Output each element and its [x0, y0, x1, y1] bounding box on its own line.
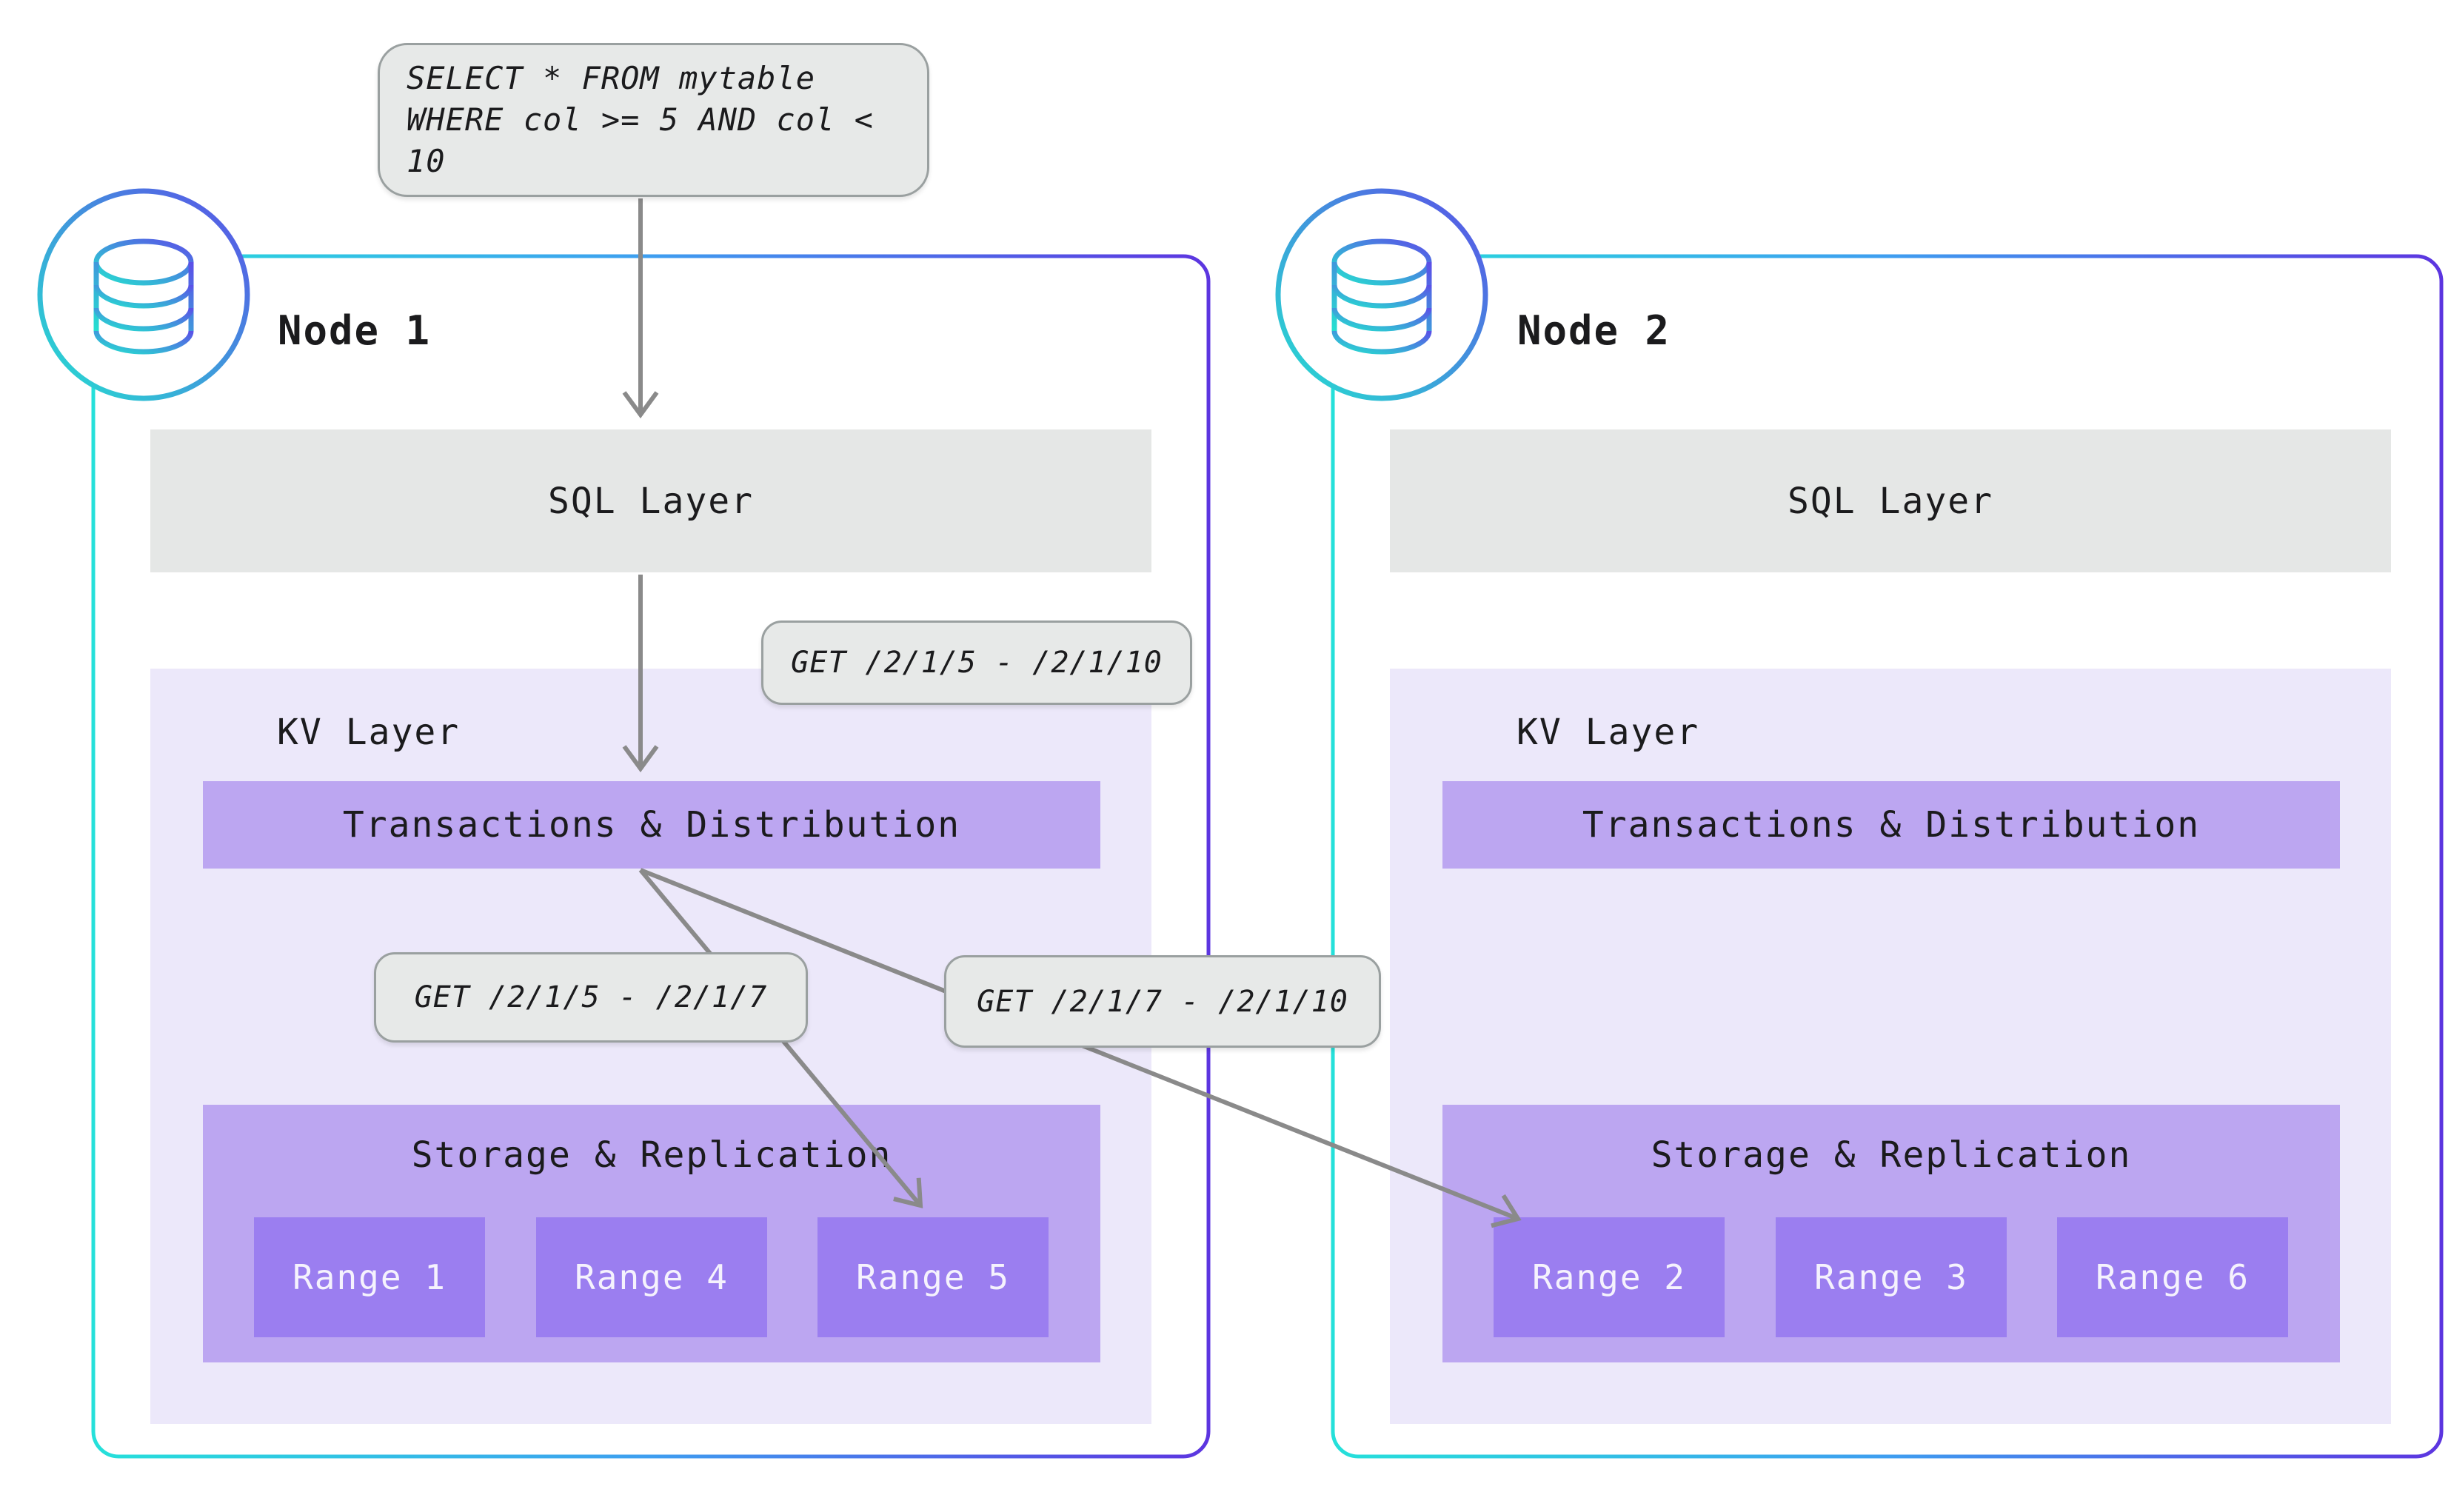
node-1-transactions-distribution: Transactions & Distribution [203, 781, 1100, 869]
get-range-left-bubble: GET /2/1/5 - /2/1/7 [374, 952, 808, 1043]
node-2-card: Node 2 SQL Layer KV Layer Transactions &… [1331, 254, 2444, 1459]
node-1-storage-replication: Storage & Replication Range 1 Range 4 Ra… [203, 1105, 1100, 1362]
node-2-title: Node 2 [1517, 307, 1671, 354]
sql-query-line-1: SELECT * FROM mytable [407, 60, 816, 96]
node-2-database-icon [1273, 186, 1491, 404]
node-2-border [1331, 254, 2444, 1459]
sql-query-bubble: SELECT * FROM mytable WHERE col >= 5 AND… [378, 43, 929, 197]
node-1-card: Node 1 SQL Layer KV Layer Transactions &… [91, 254, 1211, 1459]
node-1-range-5: Range 5 [817, 1217, 1049, 1337]
node-2-range-2: Range 2 [1494, 1217, 1725, 1337]
node-1-title: Node 1 [278, 307, 432, 354]
node-2-transactions-distribution: Transactions & Distribution [1442, 781, 2340, 869]
get-range-right-bubble: GET /2/1/7 - /2/1/10 [944, 955, 1381, 1048]
node-1-storage-replication-label: Storage & Replication [411, 1134, 892, 1176]
node-2-kv-layer-label: KV Layer [1517, 712, 1700, 753]
node-2-storage-replication: Storage & Replication Range 2 Range 3 Ra… [1442, 1105, 2340, 1362]
node-1-database-icon [35, 186, 253, 404]
node-2-range-3: Range 3 [1776, 1217, 2007, 1337]
node-1-kv-layer-label: KV Layer [277, 712, 461, 753]
node-2-range-6: Range 6 [2057, 1217, 2288, 1337]
node-1-kv-layer: KV Layer Transactions & Distribution Sto… [150, 669, 1151, 1424]
node-2-sql-layer: SQL Layer [1390, 429, 2391, 572]
node-1-sql-layer: SQL Layer [150, 429, 1151, 572]
node-1-range-1: Range 1 [254, 1217, 485, 1337]
node-1-border [91, 254, 1211, 1459]
get-range-full-bubble: GET /2/1/5 - /2/1/10 [761, 620, 1192, 705]
node-2-storage-replication-label: Storage & Replication [1651, 1134, 2132, 1176]
node-1-range-4: Range 4 [536, 1217, 767, 1337]
sql-query-line-2: WHERE col >= 5 AND col < 10 [407, 101, 874, 179]
node-2-kv-layer: KV Layer Transactions & Distribution Sto… [1390, 669, 2391, 1424]
